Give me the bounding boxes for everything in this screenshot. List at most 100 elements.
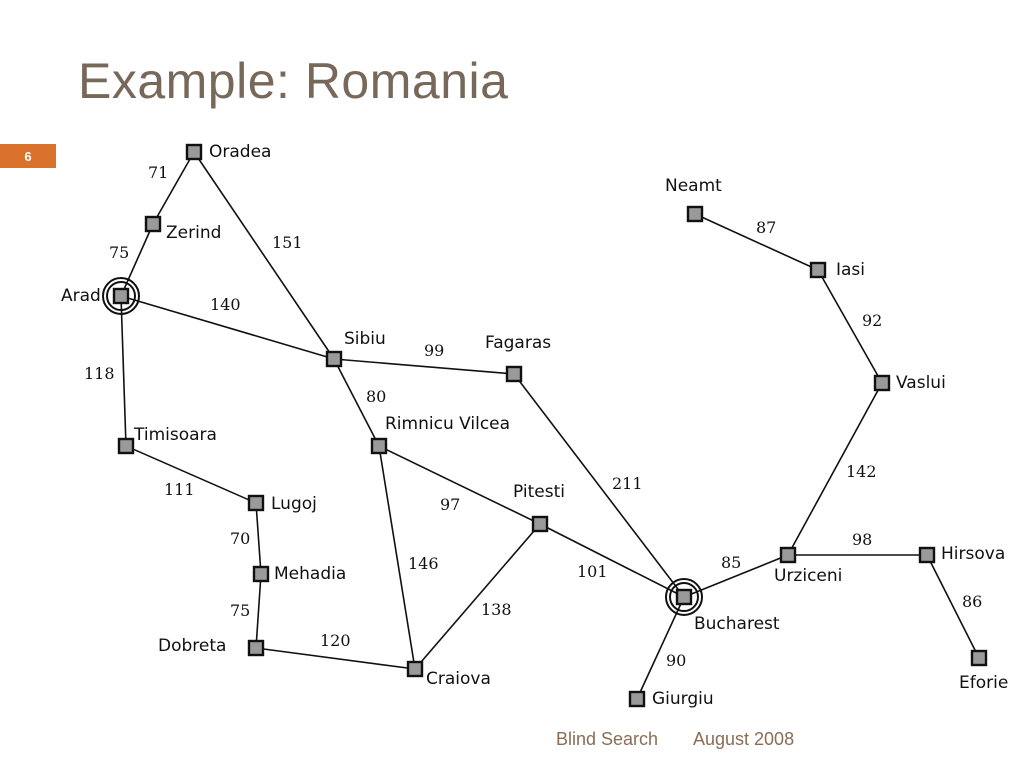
- city-square-marker: [628, 690, 646, 708]
- city-label-neamt: Neamt: [665, 176, 722, 196]
- distance-label-dobreta-craiova: 120: [320, 631, 351, 650]
- city-label-mehadia: Mehadia: [274, 564, 346, 584]
- city-node-pitesti: [531, 515, 549, 533]
- road-lugoj-mehadia: [255, 502, 262, 575]
- city-node-hirsova: [918, 546, 936, 564]
- distance-label-arad-sibiu: 140: [210, 295, 241, 314]
- city-label-giurgiu: Giurgiu: [652, 689, 714, 709]
- road-timisoara-lugoj: [125, 445, 257, 504]
- city-node-dobreta: [247, 639, 265, 657]
- city-square-marker: [325, 350, 343, 368]
- city-square-marker: [531, 515, 549, 533]
- distance-label-pitesti-bucharest: 101: [577, 562, 608, 581]
- slide-title: Example: Romania: [78, 53, 509, 109]
- distance-label-urziceni-hirsova: 98: [852, 530, 872, 549]
- goal-outer-ring: [665, 578, 703, 616]
- city-label-oradea: Oradea: [209, 142, 271, 162]
- distance-label-iasi-neamt: 87: [756, 218, 776, 237]
- city-node-giurgiu: [628, 690, 646, 708]
- road-dobreta-craiova: [255, 647, 416, 670]
- city-label-rimnicu: Rimnicu Vilcea: [385, 414, 510, 434]
- distance-label-hirsova-eforie: 86: [962, 592, 982, 611]
- city-node-zerind: [144, 215, 162, 233]
- city-node-fagaras: [505, 365, 523, 383]
- distance-label-bucharest-giurgiu: 90: [666, 651, 686, 670]
- city-square-marker: [112, 287, 130, 305]
- city-label-zerind: Zerind: [166, 223, 221, 243]
- distance-label-zerind-arad: 75: [109, 243, 129, 262]
- city-label-iasi: Iasi: [836, 260, 865, 280]
- city-node-mehadia: [252, 565, 270, 583]
- road-arad-sibiu: [120, 295, 335, 360]
- city-node-oradea: [185, 143, 203, 161]
- city-label-fagaras: Fagaras: [485, 333, 551, 353]
- city-node-lugoj: [247, 494, 265, 512]
- distance-label-craiova-pitesti: 138: [481, 600, 512, 619]
- city-node-craiova: [406, 660, 424, 678]
- city-label-urziceni: Urziceni: [774, 566, 842, 586]
- city-square-marker: [406, 660, 424, 678]
- city-nodes: [102, 143, 988, 708]
- city-node-rimnicu: [370, 437, 388, 455]
- distance-label-urziceni-vaslui: 142: [846, 462, 877, 481]
- distance-label-sibiu-rimnicu: 80: [366, 387, 386, 406]
- city-square-marker: [247, 639, 265, 657]
- city-label-pitesti: Pitesti: [513, 482, 565, 502]
- road-iasi-neamt: [694, 213, 819, 271]
- city-label-hirsova: Hirsova: [941, 544, 1005, 564]
- city-node-sibiu: [325, 350, 343, 368]
- city-square-marker: [247, 494, 265, 512]
- city-square-marker: [779, 546, 797, 564]
- road-mehadia-dobreta: [255, 573, 262, 649]
- city-label-arad: Arad: [61, 286, 101, 306]
- road-sibiu-rimnicu: [333, 358, 380, 447]
- road-oradea-sibiu: [193, 151, 335, 360]
- city-node-eforie: [970, 649, 988, 667]
- distance-label-rimnicu-pitesti: 97: [440, 495, 460, 514]
- city-label-lugoj: Lugoj: [271, 494, 317, 514]
- city-label-dobreta: Dobreta: [158, 636, 226, 656]
- road-urziceni-vaslui: [787, 382, 883, 556]
- city-label-bucharest: Bucharest: [694, 614, 780, 634]
- road-bucharest-giurgiu: [636, 596, 685, 700]
- goal-outer-ring: [102, 277, 140, 315]
- road-fagaras-bucharest: [513, 373, 685, 598]
- city-square-marker: [505, 365, 523, 383]
- goal-inner-ring: [106, 281, 136, 311]
- city-square-marker: [117, 437, 135, 455]
- city-node-iasi: [809, 261, 827, 279]
- city-square-marker: [675, 588, 693, 606]
- road-edges: [120, 151, 980, 700]
- city-square-marker: [144, 215, 162, 233]
- distance-label-rimnicu-craiova: 146: [408, 554, 439, 573]
- city-node-arad: [102, 277, 140, 315]
- city-square-marker: [873, 374, 891, 392]
- map-labels: 7175151140118111707512099809714613821110…: [61, 142, 1008, 709]
- city-label-craiova: Craiova: [426, 669, 491, 689]
- city-node-neamt: [686, 205, 704, 223]
- goal-inner-ring: [669, 582, 699, 612]
- city-square-marker: [185, 143, 203, 161]
- city-label-timisoara: Timisoara: [133, 425, 217, 445]
- page-number-badge: 6: [0, 144, 56, 168]
- city-node-timisoara: [117, 437, 135, 455]
- road-pitesti-bucharest: [539, 523, 685, 598]
- distance-label-arad-timisoara: 118: [84, 364, 115, 383]
- city-square-marker: [809, 261, 827, 279]
- city-square-marker: [686, 205, 704, 223]
- road-arad-timisoara: [120, 295, 127, 447]
- distance-label-oradea-zerind: 71: [148, 163, 168, 182]
- distance-label-mehadia-dobreta: 75: [230, 601, 250, 620]
- city-label-vaslui: Vaslui: [896, 373, 946, 393]
- road-rimnicu-pitesti: [378, 445, 541, 525]
- distance-label-bucharest-urziceni: 85: [721, 553, 741, 572]
- road-craiova-pitesti: [414, 523, 541, 670]
- road-rimnicu-craiova: [378, 445, 416, 670]
- footer-topic: Blind Search: [556, 729, 659, 749]
- city-square-marker: [918, 546, 936, 564]
- footer-date: August 2008: [693, 729, 795, 749]
- city-label-eforie: Eforie: [959, 673, 1008, 693]
- city-node-urziceni: [779, 546, 797, 564]
- distance-label-fagaras-bucharest: 211: [612, 474, 643, 493]
